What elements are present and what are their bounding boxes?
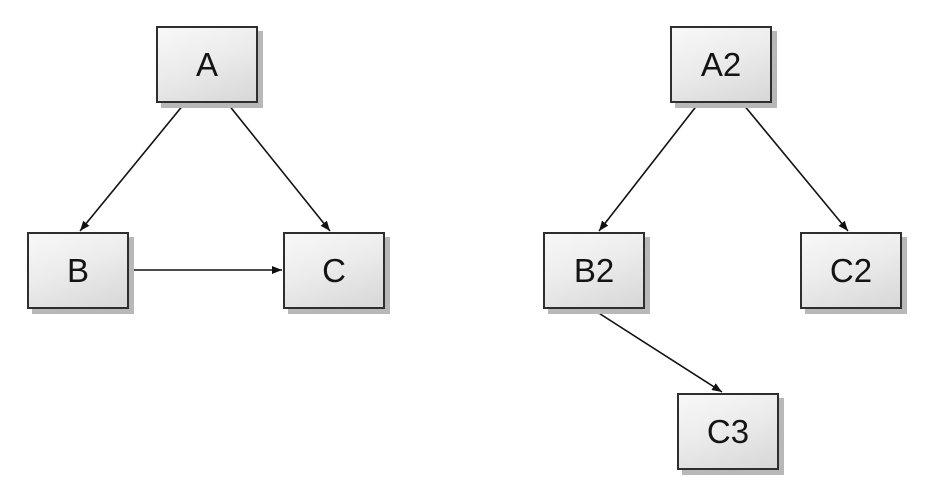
- node-c2[interactable]: C2: [800, 232, 902, 309]
- edge-a2-b2[interactable]: [598, 103, 699, 232]
- node-c[interactable]: C: [283, 232, 385, 309]
- node-a2-label: A2: [700, 46, 742, 83]
- node-b-label: B: [66, 252, 89, 289]
- edge-a-b[interactable]: [79, 103, 185, 232]
- edge-a-c[interactable]: [227, 103, 331, 232]
- node-a[interactable]: A: [156, 26, 258, 103]
- node-c3-label: C3: [706, 413, 750, 450]
- edge-a2-c2[interactable]: [742, 103, 849, 232]
- node-a2[interactable]: A2: [670, 26, 772, 103]
- node-b2[interactable]: B2: [543, 232, 645, 309]
- node-c3[interactable]: C3: [677, 393, 779, 470]
- edge-b2-c3[interactable]: [593, 309, 723, 393]
- node-b2-label: B2: [573, 252, 615, 289]
- node-c-label: C: [322, 252, 346, 289]
- node-a-label: A: [195, 46, 218, 83]
- node-b[interactable]: B: [27, 232, 129, 309]
- node-c2-label: C2: [829, 252, 873, 289]
